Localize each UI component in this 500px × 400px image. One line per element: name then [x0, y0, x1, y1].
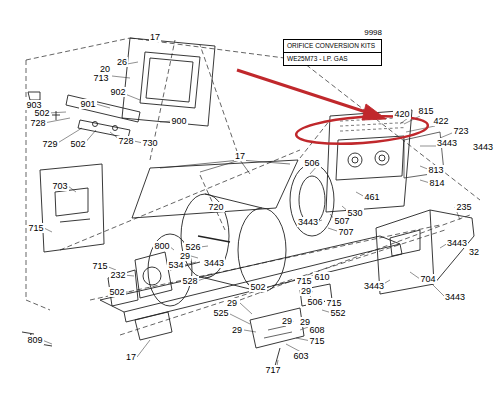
callout-number: 813 [427, 165, 444, 175]
callout-number: 29 [179, 251, 191, 261]
callout-number: 715 [308, 336, 325, 346]
callout-number: 715 [91, 261, 108, 271]
kit-text: ORIFICE CONVERSION KITS [284, 40, 381, 52]
callout-number: 17 [234, 151, 246, 161]
callout-number: 29 [281, 316, 293, 326]
callout-number: 232 [109, 270, 126, 280]
callout-number: 235 [455, 202, 472, 212]
callout-number: 720 [207, 202, 224, 212]
callout-number: 717 [264, 365, 281, 375]
callout-number: 507 [333, 216, 350, 226]
callout-number: 502 [33, 108, 50, 118]
callout-number: 525 [212, 308, 229, 318]
callout-number: 506 [306, 297, 323, 307]
callout-number: 610 [313, 272, 330, 282]
callout-number: 715 [27, 223, 44, 233]
callout-number: 3443 [472, 142, 494, 152]
callout-number: 815 [417, 106, 434, 116]
callout-number: 29 [300, 286, 312, 296]
callout-number: 902 [109, 87, 126, 97]
callout-number: 809 [26, 335, 43, 345]
callout-number: 900 [170, 116, 187, 126]
callout-number: 704 [419, 274, 436, 284]
callout-number: 728 [29, 118, 46, 128]
callout-number: 3443 [444, 292, 466, 302]
callout-number: 901 [79, 99, 96, 109]
callout-number: 707 [337, 227, 354, 237]
callout-number: 3443 [297, 217, 319, 227]
kit-text: WE25M73 - LP. GAS [284, 52, 381, 65]
callout-number: 17 [149, 32, 161, 42]
callout-number: 730 [141, 138, 158, 148]
callout-number: 422 [432, 116, 449, 126]
callout-number: 715 [295, 276, 312, 286]
callout-number: 32 [468, 247, 480, 257]
callout-number: 3443 [446, 238, 468, 248]
part-number: 9998 [283, 28, 382, 37]
callout-number: 723 [452, 126, 469, 136]
callout-number: 715 [325, 298, 342, 308]
callout-number: 3443 [203, 258, 225, 268]
callout-number: 534 [167, 260, 184, 270]
callout-number: 502 [69, 139, 86, 149]
callout-number: 29 [226, 298, 238, 308]
callout-number: 800 [153, 241, 170, 251]
callout-number: 728 [117, 136, 134, 146]
callout-number: 703 [51, 181, 68, 191]
callout-number: 713 [92, 73, 109, 83]
callout-number: 814 [428, 178, 445, 188]
kit-border: ORIFICE CONVERSION KITSWE25M73 - LP. GAS [283, 39, 382, 66]
callout-number: 608 [308, 325, 325, 335]
callout-number: 502 [108, 287, 125, 297]
callout-number: 506 [303, 158, 320, 168]
callout-number: 3443 [436, 138, 458, 148]
callout-number: 502 [249, 282, 266, 292]
callout-number: 461 [363, 192, 380, 202]
callout-number: 420 [393, 109, 410, 119]
callout-number: 26 [116, 57, 128, 67]
callout-number: 3443 [363, 281, 385, 291]
callout-number: 528 [181, 276, 198, 286]
callout-number: 29 [231, 325, 243, 335]
callout-number: 729 [41, 139, 58, 149]
kit-box: 9998ORIFICE CONVERSION KITSWE25M73 - LP.… [283, 28, 382, 66]
callout-number: 603 [292, 351, 309, 361]
callout-number: 17 [125, 352, 137, 362]
callout-number: 552 [329, 308, 346, 318]
